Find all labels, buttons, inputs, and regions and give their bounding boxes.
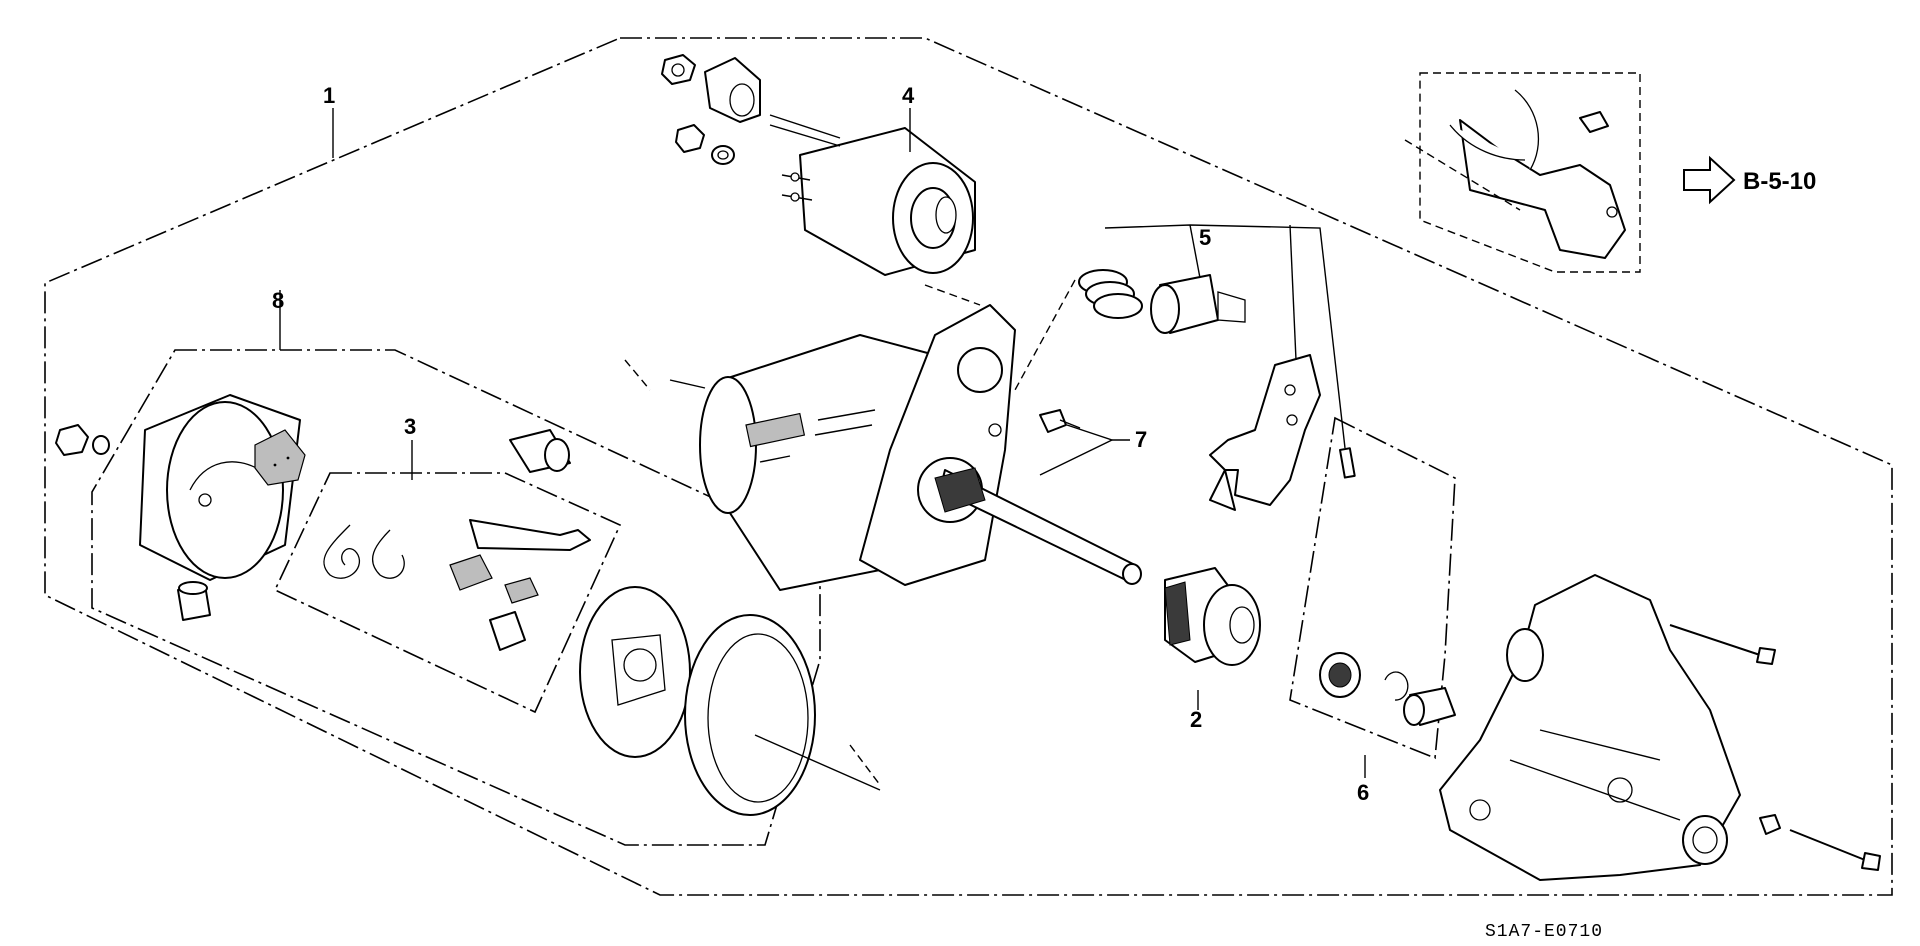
reference-bracket-outline xyxy=(1419,72,1641,273)
brush-spring-part xyxy=(323,524,405,579)
brush-holder-part xyxy=(579,586,691,758)
gear-housing-part xyxy=(1439,574,1741,881)
spring-part xyxy=(1078,269,1143,319)
drawing-code: S1A7-E0710 xyxy=(1485,922,1603,942)
terminal-cap-part xyxy=(704,57,761,123)
grommet-part xyxy=(177,581,211,621)
callout-8: 8 xyxy=(272,288,284,313)
gasket-ring-part xyxy=(684,614,881,816)
brush-part xyxy=(449,519,591,651)
callout-6: 6 xyxy=(1357,780,1369,805)
callout-5: 5 xyxy=(1199,225,1211,250)
callout-1: 1 xyxy=(323,83,335,108)
assembly-leader-b xyxy=(849,744,881,786)
hollow-arrow-right-icon xyxy=(1683,155,1736,205)
callout-leaders xyxy=(279,108,1366,778)
stop-ring-part xyxy=(1319,652,1361,698)
cover-nut-part xyxy=(55,424,110,456)
reference-bracket-part xyxy=(1449,89,1626,259)
assembly-leader-d xyxy=(1014,279,1076,391)
assembly-leader-c xyxy=(924,284,981,306)
callout-3: 3 xyxy=(404,414,416,439)
pinion-clutch-part xyxy=(1164,567,1261,666)
reference-link[interactable]: B-5-10 xyxy=(1743,168,1816,195)
rear-cover-part xyxy=(139,394,301,581)
assembly-leader-e xyxy=(1404,139,1521,211)
callout-2: 2 xyxy=(1190,707,1202,732)
brush-kit-outline xyxy=(273,472,622,714)
bushing-part xyxy=(1403,687,1456,726)
terminal-nut-part xyxy=(661,54,735,165)
snap-ring-part xyxy=(1384,671,1409,701)
plunger-part xyxy=(1150,274,1246,334)
callout-4: 4 xyxy=(902,83,915,108)
through-bolt-part xyxy=(1669,624,1881,871)
shift-lever-part xyxy=(1209,354,1321,511)
lever-pin-part xyxy=(1339,447,1356,479)
assembly-leader-a xyxy=(624,359,651,391)
solenoid-part xyxy=(769,114,976,276)
screw-part xyxy=(1039,409,1081,433)
brush-holder-kit-outline xyxy=(91,349,821,846)
armature-shaft-part xyxy=(934,467,1142,585)
brush-lead-part xyxy=(254,429,306,486)
sleeve-part xyxy=(509,429,571,473)
callout-7: 7 xyxy=(1135,427,1147,452)
assembly-outline xyxy=(44,37,1893,896)
